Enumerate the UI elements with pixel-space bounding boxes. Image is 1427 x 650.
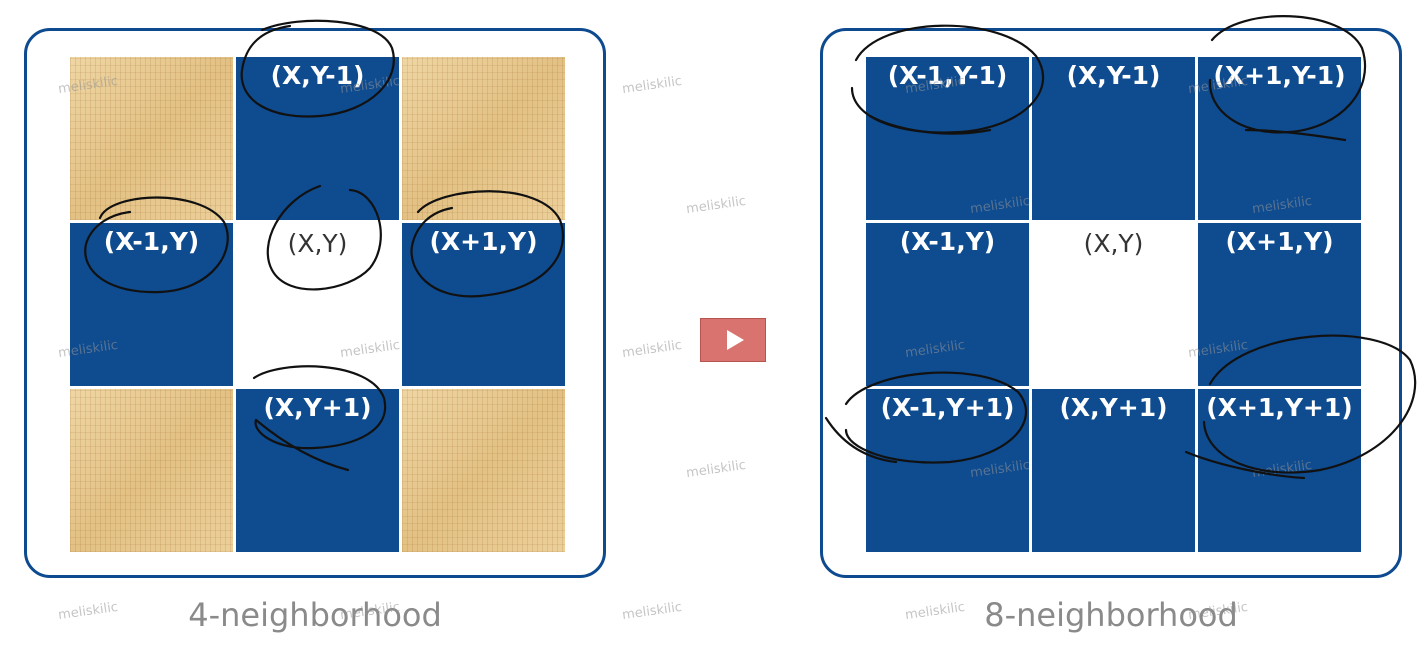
cell-center: (X,Y)	[1032, 223, 1195, 386]
cell-bottom-left-label: (X-1,Y+1)	[880, 393, 1015, 422]
papyrus-cell-bottom-right	[402, 389, 565, 552]
ink-circle-top-left	[850, 24, 1045, 134]
play-icon[interactable]	[726, 330, 744, 350]
ink-circle-bottom	[252, 365, 387, 450]
ink-circle-center	[266, 184, 382, 291]
cell-bottom-label: (X,Y+1)	[263, 393, 372, 422]
cell-top-label: (X,Y-1)	[1066, 61, 1161, 90]
papyrus-cell-top-left	[70, 57, 233, 220]
cell-left-label: (X-1,Y)	[899, 227, 996, 256]
cell-bottom-right-label: (X+1,Y+1)	[1206, 393, 1353, 422]
cell-top: (X,Y-1)	[1032, 57, 1195, 220]
cell-left: (X-1,Y)	[866, 223, 1029, 386]
cell-right: (X+1,Y)	[1198, 223, 1361, 386]
cell-left: (X-1,Y)	[70, 223, 233, 386]
ink-circle-top	[240, 19, 395, 118]
play-button[interactable]	[700, 318, 766, 362]
eight-neighborhood-grid: (X-1,Y-1) (X,Y-1) (X+1,Y-1) (X-1,Y) (X,Y…	[866, 57, 1363, 554]
cell-top-left-label: (X-1,Y-1)	[887, 61, 1008, 90]
four-neighborhood-caption: 4-neighborhood	[188, 596, 442, 634]
ink-tail-top-right	[1244, 128, 1347, 142]
cell-bottom: (X,Y+1)	[1032, 389, 1195, 552]
cell-left-label: (X-1,Y)	[103, 227, 200, 256]
cell-right: (X+1,Y)	[402, 223, 565, 386]
cell-top: (X,Y-1)	[236, 57, 399, 220]
cell-top-right-label: (X+1,Y-1)	[1213, 61, 1346, 90]
cell-right-label: (X+1,Y)	[429, 227, 538, 256]
ink-tail-bottom	[254, 418, 350, 472]
papyrus-cell-top-right	[402, 57, 565, 220]
four-neighborhood-grid: (X,Y-1) (X-1,Y) (X,Y) (X+1,Y) (X,Y+1)	[70, 57, 567, 554]
ink-tail-top-left	[868, 114, 992, 135]
eight-neighborhood-panel: (X-1,Y-1) (X,Y-1) (X+1,Y-1) (X-1,Y) (X,Y…	[820, 28, 1402, 578]
four-neighborhood-panel: (X,Y-1) (X-1,Y) (X,Y) (X+1,Y) (X,Y+1)	[24, 28, 606, 578]
cell-right-label: (X+1,Y)	[1225, 227, 1334, 256]
cell-center-label: (X,Y)	[287, 229, 348, 258]
cell-bottom-left: (X-1,Y+1)	[866, 389, 1029, 552]
cell-bottom-right: (X+1,Y+1)	[1198, 389, 1361, 552]
ink-tail-bottom-right	[1184, 450, 1306, 480]
ink-tail-bottom-left	[824, 416, 898, 464]
papyrus-cell-bottom-left	[70, 389, 233, 552]
ink-circle-left	[84, 196, 229, 294]
ink-circle-top-right	[1208, 15, 1367, 134]
cell-bottom: (X,Y+1)	[236, 389, 399, 552]
ink-circle-bottom-right	[1202, 334, 1417, 474]
ink-circle-bottom-left	[844, 371, 1028, 464]
eight-neighborhood-caption: 8-neighborhood	[984, 596, 1238, 634]
ink-circle-right	[410, 190, 565, 298]
cell-center: (X,Y)	[236, 223, 399, 386]
cell-center-label: (X,Y)	[1083, 229, 1144, 258]
cell-top-label: (X,Y-1)	[270, 61, 365, 90]
cell-top-left: (X-1,Y-1)	[866, 57, 1029, 220]
cell-bottom-label: (X,Y+1)	[1059, 393, 1168, 422]
